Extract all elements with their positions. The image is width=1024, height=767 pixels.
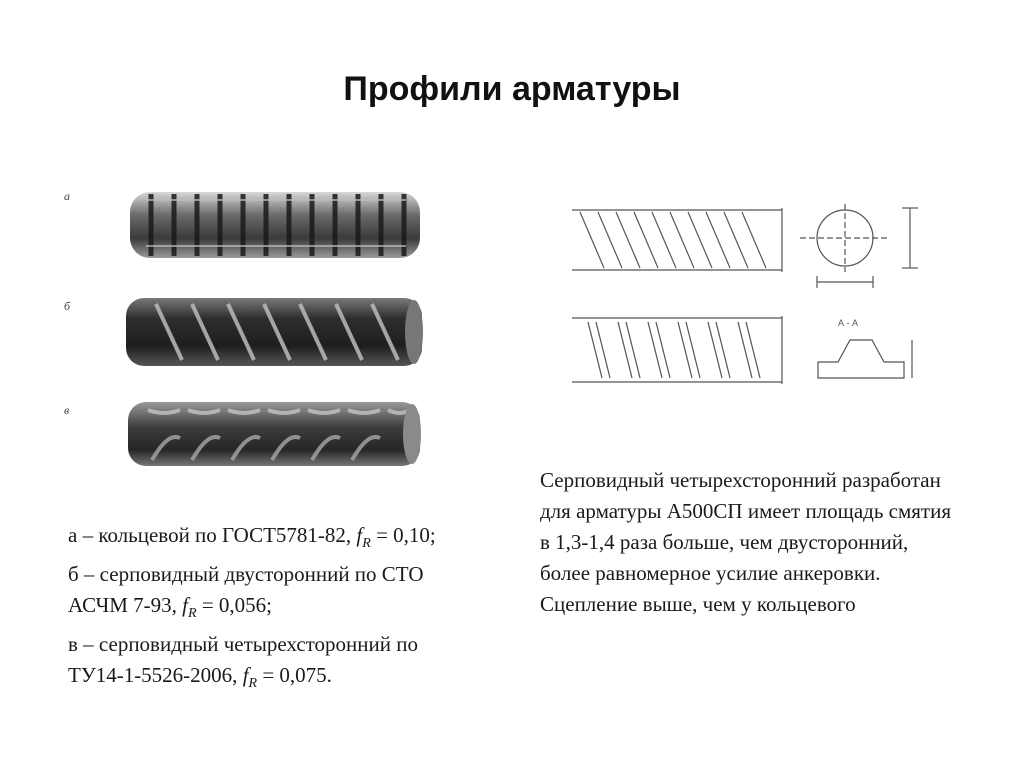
slide-title: Профили арматуры (343, 70, 681, 108)
caption-item-a: а – кольцевой по ГОСТ5781-82, fR = 0,10; (68, 523, 436, 552)
label-b: б (64, 299, 71, 313)
fr-symbol: fR (242, 663, 258, 692)
bar-side-view-bottom (572, 316, 783, 384)
rebar-b-crescent-two-sided (126, 298, 423, 366)
rebar-a-ring-profile (130, 192, 420, 258)
bar-side-view-top (572, 208, 783, 272)
caption-description-text: Серповидный четырехсторонний разработан … (540, 468, 952, 616)
caption-profiles-list: а – кольцевой по ГОСТ5781-82, fR = 0,10;… (68, 520, 458, 700)
section-label: А - А (838, 318, 858, 328)
rebar-photos-figure: а б в (64, 189, 423, 466)
caption-item-c: в – серповидный четырехсторонний по ТУ14… (68, 632, 418, 692)
fr-symbol: fR (356, 523, 371, 552)
label-a: а (64, 189, 70, 203)
label-c: в (64, 403, 69, 417)
rebar-c-crescent-four-sided (128, 402, 421, 466)
fr-symbol: fR (182, 593, 197, 622)
caption-crescent-description: Серповидный четырехсторонний разработан … (540, 465, 960, 620)
section-a-a (817, 339, 913, 379)
caption-item-b: б – серповидный двусторонний по СТО АСЧМ… (68, 562, 424, 622)
bar-cross-section (800, 204, 918, 288)
crescent-profile-drawing: А - А (572, 204, 918, 384)
